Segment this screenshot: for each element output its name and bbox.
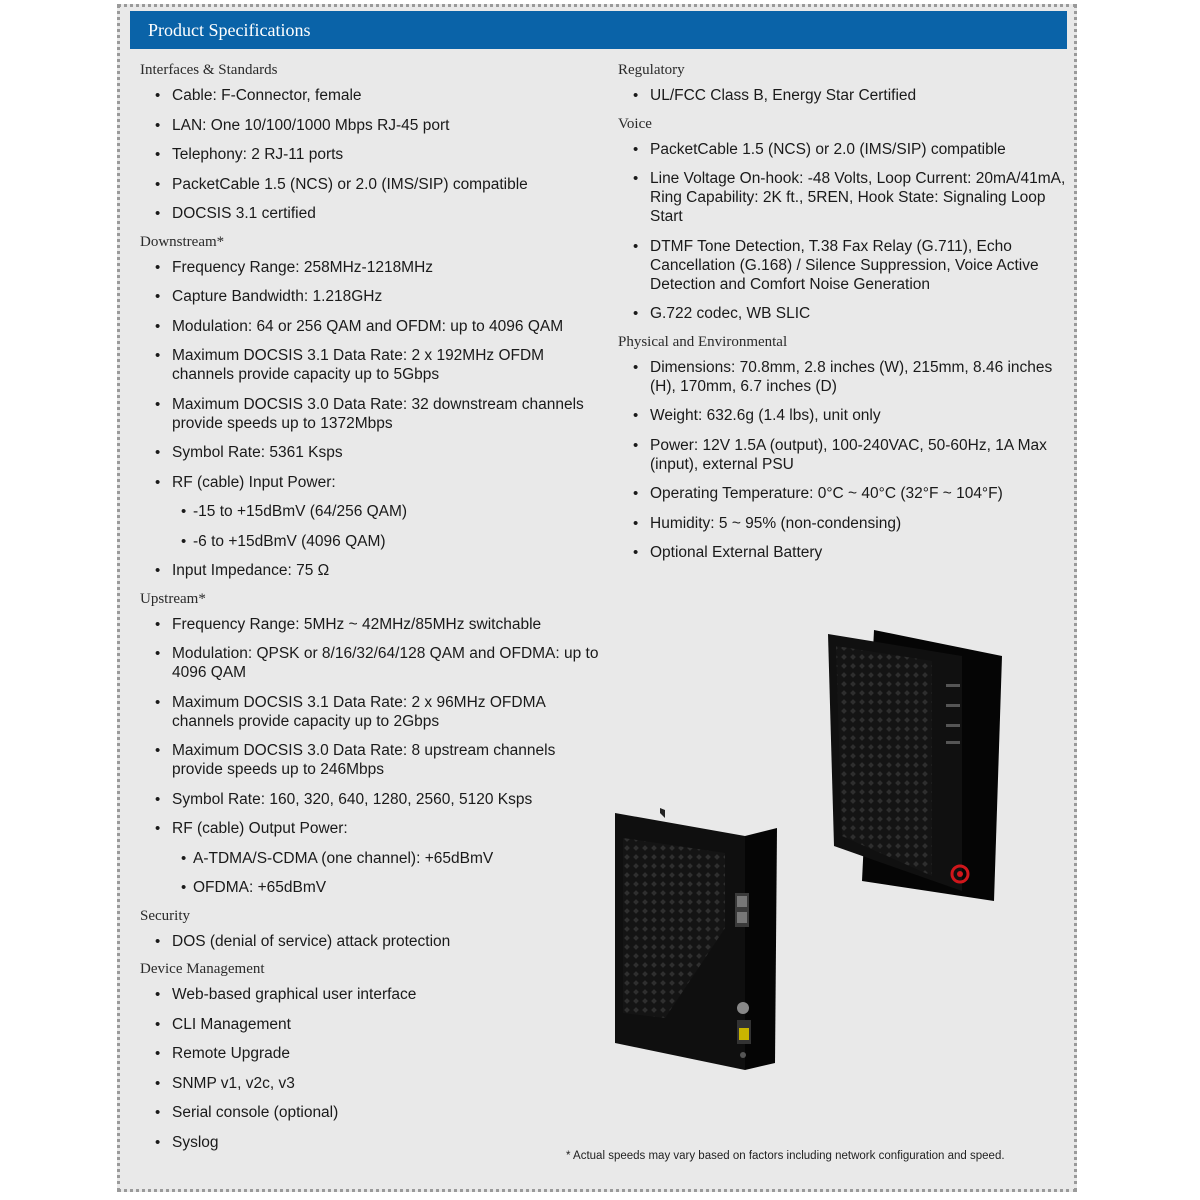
spec-item: Input Impedance: 75 Ω	[140, 561, 610, 580]
header-bar: Product Specifications	[130, 11, 1067, 49]
footnote: * Actual speeds may vary based on factor…	[566, 1150, 1005, 1162]
spec-item: DTMF Tone Detection, T.38 Fax Relay (G.7…	[618, 237, 1068, 294]
spec-item: DOCSIS 3.1 certified	[140, 204, 610, 223]
spec-list: Dimensions: 70.8mm, 2.8 inches (W), 215m…	[618, 358, 1068, 563]
spec-item: Modulation: QPSK or 8/16/32/64/128 QAM a…	[140, 644, 610, 682]
spec-item: Dimensions: 70.8mm, 2.8 inches (W), 215m…	[618, 358, 1068, 396]
spec-subitem: -15 to +15dBmV (64/256 QAM)	[140, 502, 610, 521]
spec-list: UL/FCC Class B, Energy Star Certified	[618, 86, 1068, 105]
section-title: Device Management	[140, 961, 265, 977]
page-title: Product Specifications	[148, 20, 311, 40]
spec-list: Web-based graphical user interfaceCLI Ma…	[140, 985, 610, 1152]
spec-item: Optional External Battery	[618, 543, 1068, 562]
section-title: Downstream*	[140, 233, 225, 250]
left-spec-column: Interfaces & StandardsCable: F-Connector…	[140, 62, 610, 1162]
spec-item: DOS (denial of service) attack protectio…	[140, 932, 610, 951]
spec-item: Weight: 632.6g (1.4 lbs), unit only	[618, 406, 1068, 425]
spec-subitem: -6 to +15dBmV (4096 QAM)	[140, 532, 610, 551]
spec-item: PacketCable 1.5 (NCS) or 2.0 (IMS/SIP) c…	[618, 140, 1068, 159]
spec-item: Humidity: 5 ~ 95% (non-condensing)	[618, 514, 1068, 533]
spec-item: Remote Upgrade	[140, 1044, 610, 1063]
spec-item: Web-based graphical user interface	[140, 985, 610, 1004]
spec-item: Frequency Range: 258MHz-1218MHz	[140, 258, 610, 277]
spec-item: Symbol Rate: 5361 Ksps	[140, 443, 610, 462]
spec-item: Maximum DOCSIS 3.0 Data Rate: 8 upstream…	[140, 741, 610, 779]
section-title: Regulatory	[618, 62, 685, 78]
spec-item: Frequency Range: 5MHz ~ 42MHz/85MHz swit…	[140, 615, 610, 634]
spec-item: Syslog	[140, 1133, 610, 1152]
spec-item: Operating Temperature: 0°C ~ 40°C (32°F …	[618, 484, 1068, 503]
spec-item: SNMP v1, v2c, v3	[140, 1074, 610, 1093]
spec-subitem: A-TDMA/S-CDMA (one channel): +65dBmV	[140, 849, 610, 868]
spec-list: Frequency Range: 258MHz-1218MHzCapture B…	[140, 258, 610, 581]
spec-subitem: OFDMA: +65dBmV	[140, 878, 610, 897]
spec-item: Maximum DOCSIS 3.1 Data Rate: 2 x 96MHz …	[140, 693, 610, 731]
spec-item: Serial console (optional)	[140, 1103, 610, 1122]
spec-item: G.722 codec, WB SLIC	[618, 304, 1068, 323]
right-spec-column: RegulatoryUL/FCC Class B, Energy Star Ce…	[618, 62, 1068, 573]
spec-item: RF (cable) Input Power:	[140, 473, 610, 492]
spec-list: DOS (denial of service) attack protectio…	[140, 932, 610, 951]
spec-item: CLI Management	[140, 1015, 610, 1034]
spec-item: Line Voltage On-hook: -48 Volts, Loop Cu…	[618, 169, 1068, 226]
section-title: Voice	[618, 115, 652, 132]
spec-item: Cable: F-Connector, female	[140, 86, 610, 105]
spec-list: Cable: F-Connector, femaleLAN: One 10/10…	[140, 86, 610, 223]
modem-back-view-image	[615, 808, 777, 1070]
spec-list: Frequency Range: 5MHz ~ 42MHz/85MHz swit…	[140, 615, 610, 898]
section-title: Upstream*	[140, 590, 206, 607]
section-title: Interfaces & Standards	[140, 62, 278, 78]
section-title: Physical and Environmental	[618, 333, 788, 350]
spec-item: Modulation: 64 or 256 QAM and OFDM: up t…	[140, 317, 610, 336]
modem-front-view-image	[828, 630, 1002, 901]
spec-item: Capture Bandwidth: 1.218GHz	[140, 287, 610, 306]
section-title: Security	[140, 907, 190, 924]
spec-item: RF (cable) Output Power:	[140, 819, 610, 838]
spec-item: Maximum DOCSIS 3.0 Data Rate: 32 downstr…	[140, 395, 610, 433]
spec-item: Power: 12V 1.5A (output), 100-240VAC, 50…	[618, 436, 1068, 474]
spec-list: PacketCable 1.5 (NCS) or 2.0 (IMS/SIP) c…	[618, 140, 1068, 324]
spec-item: LAN: One 10/100/1000 Mbps RJ-45 port	[140, 116, 610, 135]
spec-item: Symbol Rate: 160, 320, 640, 1280, 2560, …	[140, 790, 610, 809]
spec-item: Maximum DOCSIS 3.1 Data Rate: 2 x 192MHz…	[140, 346, 610, 384]
spec-item: Telephony: 2 RJ-11 ports	[140, 145, 610, 164]
spec-item: UL/FCC Class B, Energy Star Certified	[618, 86, 1068, 105]
spec-item: PacketCable 1.5 (NCS) or 2.0 (IMS/SIP) c…	[140, 175, 610, 194]
